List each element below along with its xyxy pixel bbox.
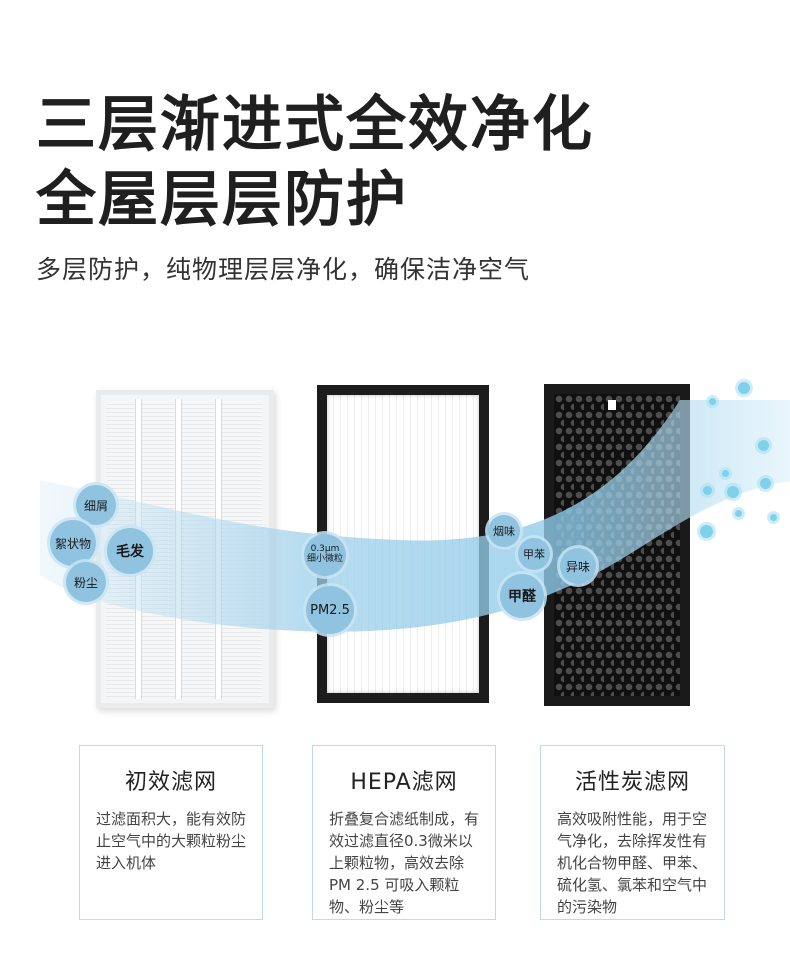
clean-air-dot: [760, 478, 771, 489]
card-description: 折叠复合滤纸制成，有效过滤直径0.3微米以上颗粒物，高效去除PM 2.5 可吸入…: [329, 810, 480, 916]
carbon-filter-image: [544, 384, 690, 706]
card-title: 初效滤网: [124, 770, 217, 795]
bubble-micro-line1: 0.3μm: [310, 544, 340, 555]
card-description: 过滤面积大，能有效防止空气中的大颗粒粉尘进入机体: [96, 810, 247, 872]
card-description: 高效吸附性能，用于空气净化，去除挥发性有机化合物甲醛、甲苯、硫化氢、氯苯和空气中…: [557, 810, 708, 916]
clean-air-dot: [700, 525, 713, 538]
clean-air-dot: [703, 486, 712, 495]
bubble-maofa: 毛发: [107, 528, 153, 574]
bubble-jiaben: 甲苯: [518, 538, 550, 570]
headline-line1: 三层渐进式全效净化: [36, 90, 594, 160]
clean-air-dot: [709, 398, 716, 405]
clean-air-dot: [735, 510, 742, 517]
bubble-pm25: PM2.5: [306, 586, 354, 634]
card-hepa-filter: HEPA滤网 折叠复合滤纸制成，有效过滤直径0.3微米以上颗粒物，高效去除PM …: [312, 745, 496, 920]
clean-air-dot: [727, 486, 739, 498]
bubble-micro: 0.3μm 细小微粒: [304, 534, 346, 576]
bubble-fenchen: 粉尘: [66, 562, 106, 602]
clean-air-dot: [770, 514, 777, 521]
filter-illustration: 细屑 絮状物 毛发 粉尘 0.3μm 细小微粒 PM2.5 烟味 甲苯 异味 甲…: [0, 360, 790, 730]
subtitle: 多层防护，纯物理层层净化，确保洁净空气: [36, 255, 531, 284]
bubble-jiaquan: 甲醛: [500, 574, 544, 618]
headline-line2: 全屋层层防护: [36, 165, 408, 235]
bubble-yiwei: 异味: [560, 548, 596, 584]
bubble-xuzhuang: 絮状物: [50, 520, 96, 566]
card-pre-filter: 初效滤网 过滤面积大，能有效防止空气中的大颗粒粉尘进入机体: [79, 745, 263, 920]
clean-air-dot: [738, 382, 750, 394]
card-carbon-filter: 活性炭滤网 高效吸附性能，用于空气净化，去除挥发性有机化合物甲醛、甲苯、硫化氢、…: [540, 745, 725, 920]
card-title: HEPA滤网: [350, 770, 458, 795]
card-title: 活性炭滤网: [574, 770, 690, 795]
bubble-xixie: 细屑: [76, 485, 116, 525]
bubble-micro-line2: 细小微粒: [306, 554, 343, 564]
bubble-yanwei: 烟味: [488, 515, 520, 547]
clean-air-dot: [758, 440, 769, 451]
clean-air-dot: [722, 470, 729, 477]
